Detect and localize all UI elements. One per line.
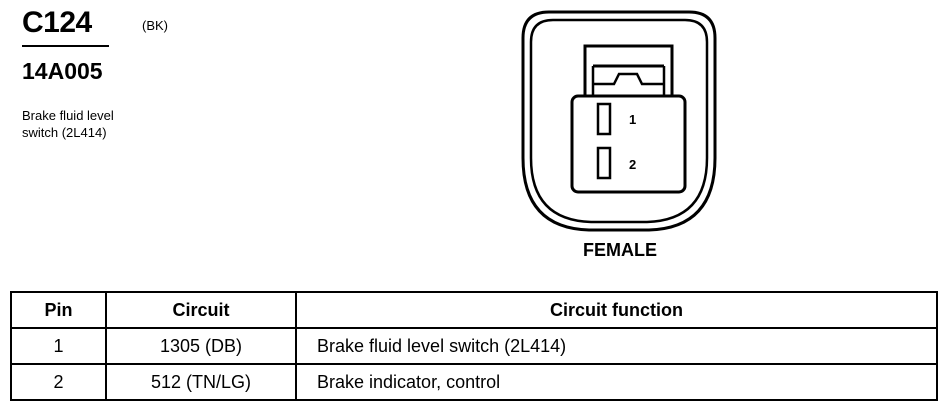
row-circuit: 512 (TN/LG) <box>105 363 297 401</box>
part-number: 14A005 <box>22 58 103 84</box>
connector-color-code: (BK) <box>142 18 168 33</box>
connector-description: Brake fluid level switch (2L414) <box>22 107 172 141</box>
row-circuit-function: Brake fluid level switch (2L414) <box>295 327 938 365</box>
row-pin: 2 <box>10 363 107 401</box>
header-pin: Pin <box>10 291 107 329</box>
row-pin: 1 <box>10 327 107 365</box>
header-divider <box>22 45 109 47</box>
pin-2-label: 2 <box>629 157 636 172</box>
description-line-2: switch (2L414) <box>22 125 107 140</box>
connector-face-diagram: 1 2 <box>521 10 717 232</box>
table-row: 1 1305 (DB) Brake fluid level switch (2L… <box>10 327 938 365</box>
connector-gender-label: FEMALE <box>583 240 657 260</box>
connector-outer-shell <box>521 10 717 232</box>
header-circuit-function: Circuit function <box>295 291 938 329</box>
connector-header: C124 (BK) <box>22 6 168 40</box>
row-circuit: 1305 (DB) <box>105 327 297 365</box>
terminal-body <box>570 94 687 194</box>
pin-1-cavity <box>596 102 612 136</box>
connector-id: C124 <box>22 6 92 39</box>
header-circuit: Circuit <box>105 291 297 329</box>
description-line-1: Brake fluid level <box>22 108 114 123</box>
connector-inner-shell <box>529 18 709 224</box>
table-row: 2 512 (TN/LG) Brake indicator, control <box>10 363 938 401</box>
pin-table-header-row: Pin Circuit Circuit function <box>10 291 938 329</box>
row-circuit-function: Brake indicator, control <box>295 363 938 401</box>
pin-1-label: 1 <box>629 112 636 127</box>
pin-2-cavity <box>596 146 612 180</box>
pin-table: Pin Circuit Circuit function 1 1305 (DB)… <box>10 291 938 401</box>
